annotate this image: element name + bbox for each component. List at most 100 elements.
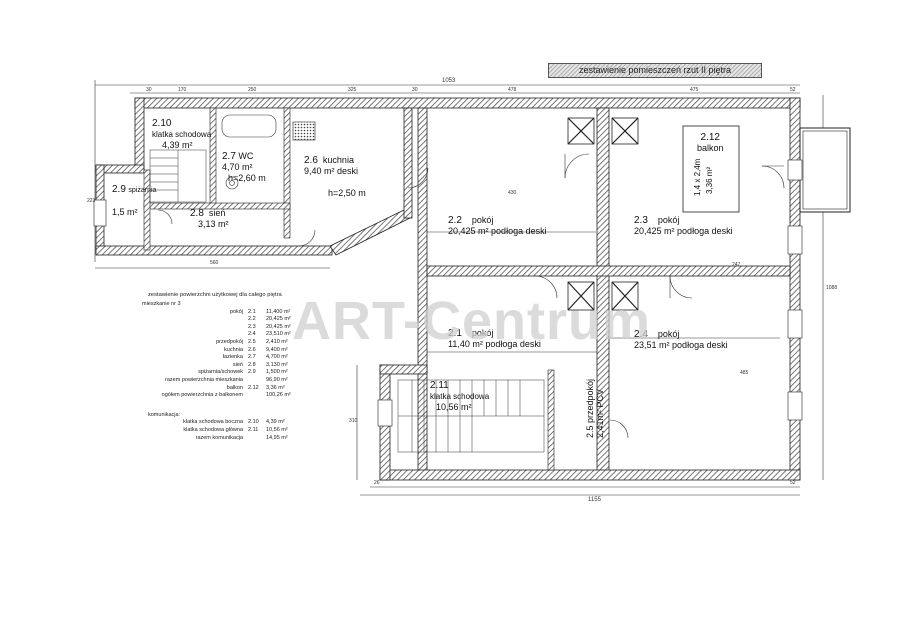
room-2-2-area: 20,425 m² bbox=[448, 226, 489, 236]
room-2-8-num: 2.8 bbox=[190, 208, 204, 219]
summary-row: 2.4 23,510 m² bbox=[148, 331, 298, 339]
summary-label: pokój bbox=[229, 308, 243, 315]
summary-num: 2.6 bbox=[248, 346, 256, 353]
room-2-12-name: balkon bbox=[697, 143, 724, 153]
summary-num: 2.8 bbox=[248, 361, 256, 368]
stairs-side bbox=[149, 149, 207, 203]
comm-label: klatka schodowa główna bbox=[183, 426, 243, 433]
room-2-6-floor: deski bbox=[337, 166, 359, 176]
room-2-5-floor: PCV bbox=[595, 388, 605, 408]
summary-label: razem powierzchnia mieszkania bbox=[165, 376, 243, 383]
room-2-4-floor: podłoga deski bbox=[672, 340, 728, 350]
dim-top-8: 52 bbox=[790, 87, 796, 93]
summary-comm-title: komunikacja: bbox=[148, 411, 181, 418]
summary-title: zestawienie powierzchni użytkowej dla ca… bbox=[148, 292, 282, 298]
room-2-10-label: 2.10 klatka schodowa 4,39 m² bbox=[152, 118, 211, 151]
room-2-7-area: 4,70 m² bbox=[222, 162, 253, 172]
room-2-12-size: 1,4 x 2,4m bbox=[693, 158, 702, 196]
summary-label: sień bbox=[232, 361, 243, 368]
room-2-12-num: 2.12 bbox=[700, 132, 720, 143]
summary-value: 11,400 m² bbox=[266, 308, 291, 315]
room-2-5-name: przedpokój bbox=[585, 378, 595, 423]
summary-value: 3,130 m² bbox=[266, 361, 288, 368]
summary-label: balkon bbox=[226, 384, 243, 391]
summary-num: 2.9 bbox=[248, 369, 256, 376]
summary-comm-title-row: komunikacja: bbox=[148, 412, 298, 420]
room-2-3-floor: podłoga deski bbox=[677, 226, 733, 236]
comm-value: 10,56 m² bbox=[266, 426, 288, 433]
summary-value: 2,410 m² bbox=[266, 338, 288, 345]
room-2-9-num: 2.9 bbox=[112, 184, 126, 195]
room-2-2-num: 2.2 bbox=[448, 215, 462, 226]
room-2-7-height: h=2,60 m bbox=[228, 173, 266, 183]
room-2-10-num: 2.10 bbox=[152, 118, 172, 129]
room-2-2-floor: podłoga deski bbox=[491, 226, 547, 236]
summary-num: 2.7 bbox=[248, 354, 256, 361]
summary-value: 23,510 m² bbox=[266, 331, 291, 338]
room-2-1-num: 2.1 bbox=[448, 328, 462, 339]
summary-label: łazienka bbox=[222, 354, 243, 361]
summary-value: 20,425 m² bbox=[266, 316, 291, 323]
summary-num: 2.4 bbox=[248, 331, 256, 338]
summary-num: 2.2 bbox=[248, 316, 256, 323]
summary-row: 2.2 20,425 m² bbox=[148, 316, 298, 324]
room-2-7-name: WC bbox=[238, 151, 254, 161]
room-2-3-area: 20,425 m² bbox=[634, 226, 675, 236]
summary-value: 9,400 m² bbox=[266, 346, 288, 353]
room-2-11-name: klatka schodowa bbox=[430, 392, 490, 401]
room-2-10-name: klatka schodowa bbox=[152, 130, 212, 139]
room-2-1-floor: podłoga deski bbox=[485, 339, 541, 349]
room-2-4-area: 23,51 m² bbox=[634, 340, 670, 350]
room-2-4-num: 2.4 bbox=[634, 329, 648, 340]
room-2-10-area: 4,39 m² bbox=[162, 140, 193, 150]
room-2-3-label: 2.3 pokój 20,425 m² podłoga deski bbox=[634, 215, 733, 237]
comm-label: klatka schodowa boczna bbox=[183, 419, 243, 426]
room-2-2-name: pokój bbox=[471, 215, 494, 225]
dim-right-height: 1088 bbox=[826, 285, 838, 291]
room-2-5-label: 2.5 przedpokój 2,41m² PCV bbox=[585, 379, 605, 438]
stairs-main bbox=[397, 379, 545, 453]
summary-apartment-row: mieszkanie nr 3 bbox=[142, 301, 298, 309]
summary-value: 100,26 m² bbox=[266, 392, 291, 399]
room-2-4-name: pokój bbox=[657, 329, 680, 339]
door-swings bbox=[157, 153, 785, 439]
dim-left-height: 223 bbox=[87, 198, 96, 204]
room-2-1-area: 11,40 m² bbox=[448, 339, 483, 349]
dim-top-5: 30 bbox=[412, 87, 418, 93]
room-2-1-name: pokój bbox=[471, 328, 494, 338]
watermark: ART-Centrum bbox=[292, 291, 651, 351]
room-2-5-area: 2,41m² bbox=[595, 409, 605, 438]
summary-value: 3,36 m² bbox=[266, 384, 285, 391]
room-2-9-area: 1,5 m² bbox=[112, 207, 138, 217]
room-2-6-name: kuchnia bbox=[322, 155, 354, 165]
summary-num: 2.3 bbox=[248, 323, 256, 330]
header-title: zestawienie pomieszczeń rzut II piętra bbox=[549, 64, 761, 77]
dim-mid-3: 247 bbox=[732, 262, 741, 268]
dim-top-2: 170 bbox=[178, 87, 187, 93]
summary-num: 2.5 bbox=[248, 338, 256, 345]
room-2-3-name: pokój bbox=[657, 215, 680, 225]
summary-value: 96,90 m² bbox=[266, 376, 288, 383]
comm-num: 2.11 bbox=[248, 426, 259, 433]
room-2-3-num: 2.3 bbox=[634, 215, 648, 226]
room-2-5-num: 2.5 bbox=[585, 425, 595, 438]
room-2-12-area: 3,36 m² bbox=[705, 166, 714, 194]
summary-apartment-label: mieszkanie nr 3 bbox=[142, 301, 181, 307]
comm-label: razem komunikacja bbox=[195, 434, 243, 441]
room-2-8-area: 3,13 m² bbox=[198, 219, 229, 229]
comm-value: 4,39 m² bbox=[266, 419, 285, 426]
summary-value: 20,425 m² bbox=[266, 323, 291, 330]
dim-top-7: 475 bbox=[690, 87, 699, 93]
header-banner: zestawienie pomieszczeń rzut II piętra bbox=[548, 63, 762, 78]
dim-top-1: 30 bbox=[146, 87, 152, 93]
